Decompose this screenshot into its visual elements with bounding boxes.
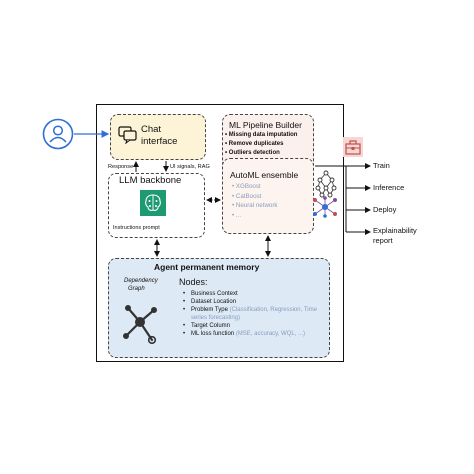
dependency-graph-label: Dependency Graph bbox=[124, 278, 158, 292]
ensemble-icon bbox=[313, 196, 337, 218]
ml-pipeline-steps: Missing data imputation Remove duplicate… bbox=[225, 131, 298, 158]
ml-step: Remove duplicates bbox=[225, 140, 297, 149]
llm-title: LLM backbone bbox=[119, 175, 182, 186]
automl-models: XGBoost CatBoost Neural network ... bbox=[232, 182, 278, 220]
dependency-graph-icon bbox=[123, 305, 157, 345]
chat-bubbles-icon bbox=[118, 126, 137, 144]
ui-signals-label: UI signals, RAG bbox=[170, 164, 210, 170]
node-item: Target Column bbox=[183, 322, 331, 330]
automl-model: ... bbox=[232, 211, 278, 221]
toolbox-icon bbox=[343, 137, 363, 157]
chat-title: Chat interface bbox=[141, 124, 178, 147]
network-icon bbox=[315, 170, 337, 198]
brain-chip-icon bbox=[140, 190, 166, 216]
node-list: Business Context Dataset Location Proble… bbox=[183, 290, 331, 338]
automl-model: Neural network bbox=[232, 201, 278, 211]
ml-step: Outliers detection bbox=[225, 149, 297, 158]
explainability-label: Explainability report bbox=[373, 226, 417, 245]
node-item: Problem Type (Classification, Regression… bbox=[183, 306, 331, 322]
ml-pipeline-title: ML Pipeline Builder bbox=[229, 120, 302, 130]
deploy-label: Deploy bbox=[373, 205, 397, 214]
automl-model: CatBoost bbox=[232, 192, 278, 202]
instructions-prompt-label: Instructions prompt bbox=[113, 225, 160, 231]
response-label: Response bbox=[108, 164, 134, 170]
nodes-title: Nodes: bbox=[179, 277, 208, 287]
memory-title: Agent permanent memory bbox=[154, 262, 260, 272]
inference-label: Inference bbox=[373, 183, 405, 192]
node-item: Dataset Location bbox=[183, 298, 331, 306]
node-item: ML loss function (MSE, accuracy, WQL, ..… bbox=[183, 330, 331, 338]
automl-model: XGBoost bbox=[232, 182, 278, 192]
automl-title: AutoML ensemble bbox=[230, 170, 299, 180]
user-icon bbox=[42, 118, 74, 150]
ml-step: Missing data imputation bbox=[225, 131, 298, 140]
train-label: Train bbox=[373, 161, 390, 170]
node-item: Business Context bbox=[183, 290, 331, 298]
